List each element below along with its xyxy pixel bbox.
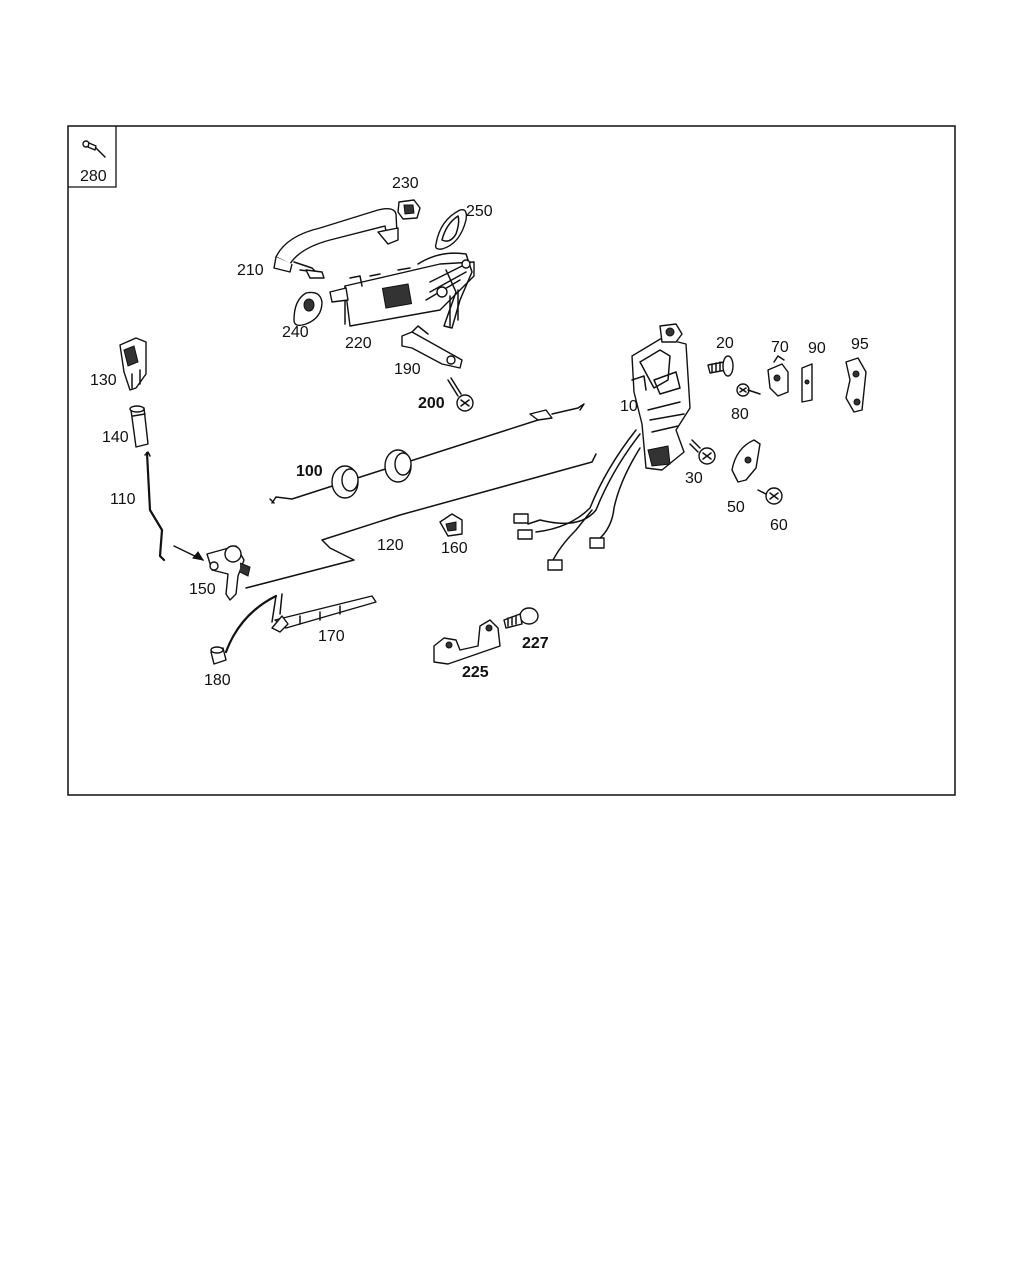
part-230-clip bbox=[397, 199, 421, 220]
callout-160: 160 bbox=[441, 540, 468, 557]
part-200-screw bbox=[447, 377, 474, 412]
callout-120: 120 bbox=[377, 537, 404, 554]
callout-180: 180 bbox=[204, 672, 231, 689]
callout-150: 150 bbox=[189, 581, 216, 598]
part-170-guide bbox=[271, 593, 377, 633]
part-10-door-lock bbox=[631, 323, 691, 471]
inset-box-280: 280 bbox=[68, 126, 117, 188]
part-220-handle-carrier bbox=[329, 252, 475, 329]
callout-110: 110 bbox=[110, 491, 136, 508]
part-80-screw bbox=[736, 383, 761, 397]
callout-170: 170 bbox=[318, 628, 345, 645]
callout-20: 20 bbox=[716, 335, 734, 352]
callout-70: 70 bbox=[771, 339, 789, 356]
callout-210: 210 bbox=[237, 262, 264, 279]
part-100-bowden-cable bbox=[269, 403, 585, 504]
part-180-pin bbox=[210, 646, 227, 665]
part-70-bracket bbox=[767, 355, 789, 397]
callout-60: 60 bbox=[770, 517, 788, 534]
callout-50: 50 bbox=[727, 499, 745, 516]
part-90-plate bbox=[801, 363, 813, 403]
part-210-door-handle bbox=[273, 207, 399, 279]
callout-220: 220 bbox=[345, 335, 372, 352]
part-20-bolt bbox=[707, 355, 734, 377]
callout-130: 130 bbox=[90, 372, 117, 389]
callout-230: 230 bbox=[392, 175, 419, 192]
part-95-bracket bbox=[845, 357, 867, 413]
callout-90: 90 bbox=[808, 340, 826, 357]
callout-80: 80 bbox=[731, 406, 749, 423]
callout-140: 140 bbox=[102, 429, 129, 446]
part-140-bushing bbox=[129, 405, 149, 448]
callout-240: 240 bbox=[282, 324, 309, 341]
part-60-screw bbox=[757, 487, 783, 505]
part-240-gasket bbox=[293, 291, 323, 327]
callout-30: 30 bbox=[685, 470, 703, 487]
wiring-harness bbox=[513, 429, 641, 571]
inset-label: 280 bbox=[80, 168, 107, 185]
callout-190: 190 bbox=[394, 361, 421, 378]
part-227-screw bbox=[503, 607, 539, 629]
callout-100: 100 bbox=[296, 463, 323, 480]
callout-250: 250 bbox=[466, 203, 493, 220]
callout-200: 200 bbox=[418, 395, 445, 412]
part-190-lever bbox=[401, 325, 463, 369]
callout-225: 225 bbox=[462, 664, 489, 681]
part-150-bellcrank bbox=[206, 545, 251, 601]
callout-227: 227 bbox=[522, 635, 549, 652]
part-225-plate bbox=[433, 619, 501, 665]
callout-95: 95 bbox=[851, 336, 869, 353]
diagram-border bbox=[67, 125, 956, 796]
part-160-clip bbox=[439, 513, 463, 537]
part-30-screw bbox=[689, 439, 716, 465]
part-130-cap bbox=[119, 337, 147, 391]
callout-10: 10 bbox=[620, 398, 638, 415]
part-120-rod bbox=[245, 453, 597, 589]
part-250-gasket bbox=[434, 209, 468, 250]
part-50-cover bbox=[731, 439, 761, 483]
rivet-icon bbox=[82, 140, 106, 158]
part-110-rod bbox=[144, 451, 166, 562]
